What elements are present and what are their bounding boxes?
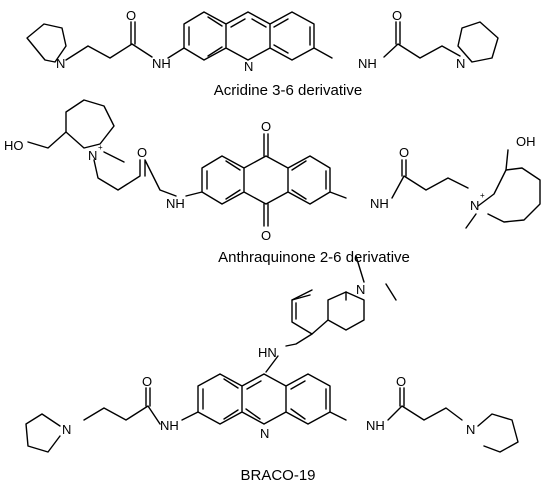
atom-o-right: O	[396, 374, 406, 389]
charge-plus-right: +	[480, 191, 485, 200]
atom-nh-right: NH	[358, 56, 377, 71]
pyrrolidine-ring-right	[457, 21, 499, 63]
atom-o-amide-left: O	[137, 145, 147, 160]
atom-n-dimethyl: N	[356, 282, 365, 297]
atom-n-left: N	[62, 422, 71, 437]
atom-hn-top: HN	[258, 345, 277, 360]
atom-n-ring: N	[260, 426, 269, 441]
carbonyl-bond-right	[395, 21, 401, 45]
atom-nh-left: NH	[160, 418, 179, 433]
atom-ho-left: HO	[4, 138, 24, 153]
quinone-carbonyl-top	[263, 133, 269, 157]
charge-plus-left: +	[98, 143, 103, 152]
carbonyl-bond-left	[130, 21, 136, 45]
acridine-inner-bonds-braco	[202, 378, 327, 420]
caption-anthraquinone: Anthraquinone 2-6 derivative	[218, 249, 410, 266]
atom-o-top: O	[261, 119, 271, 134]
atom-o-left: O	[142, 374, 152, 389]
acridine-core-braco	[197, 373, 331, 425]
quinone-carbonyl-bottom	[263, 203, 269, 227]
atom-n-right: N	[470, 198, 479, 213]
anthraquinone-core	[201, 155, 331, 205]
atom-oh-right: OH	[516, 134, 536, 149]
piperidine-ring-left	[65, 99, 115, 149]
atom-nh-left: NH	[166, 196, 185, 211]
piperidine-ring-right	[477, 167, 541, 223]
atom-n-left: N	[88, 148, 97, 163]
atom-n-ring: N	[244, 59, 253, 74]
pyrrolidine-ring-left-braco	[25, 413, 61, 453]
atom-n-right: N	[456, 56, 465, 71]
linker-chain-right	[383, 43, 461, 59]
atom-o-amide-right: O	[399, 145, 409, 160]
acridine-inner-bonds	[188, 16, 311, 57]
atom-nh-right: NH	[370, 196, 389, 211]
atom-nh-right: NH	[366, 418, 385, 433]
acridine-core	[183, 11, 315, 61]
anthraquinone-inner-bonds	[206, 160, 327, 200]
linker-chain-left	[65, 43, 153, 61]
caption-braco19: BRACO-19	[240, 467, 315, 484]
atom-o-left: O	[126, 8, 136, 23]
pyrrolidine-ring-right-braco	[477, 413, 519, 453]
atom-o-right: O	[392, 8, 402, 23]
pyrrolidine-ring-left	[26, 23, 67, 63]
atom-o-bottom: O	[261, 228, 271, 243]
atom-nh-left: NH	[152, 56, 171, 71]
atom-n-left: N	[56, 56, 65, 71]
acridine-derivative-structure: N O NH N NH O N Acridine 3-6 derivative	[26, 8, 499, 99]
anthraquinone-derivative-structure: HO N + O NH O O NH O N + OH Anthraquinon…	[4, 99, 541, 266]
braco19-structure: N HN O O NH NH N N N BRACO-19	[25, 255, 519, 484]
atom-n-right: N	[466, 422, 475, 437]
caption-acridine: Acridine 3-6 derivative	[214, 82, 362, 99]
